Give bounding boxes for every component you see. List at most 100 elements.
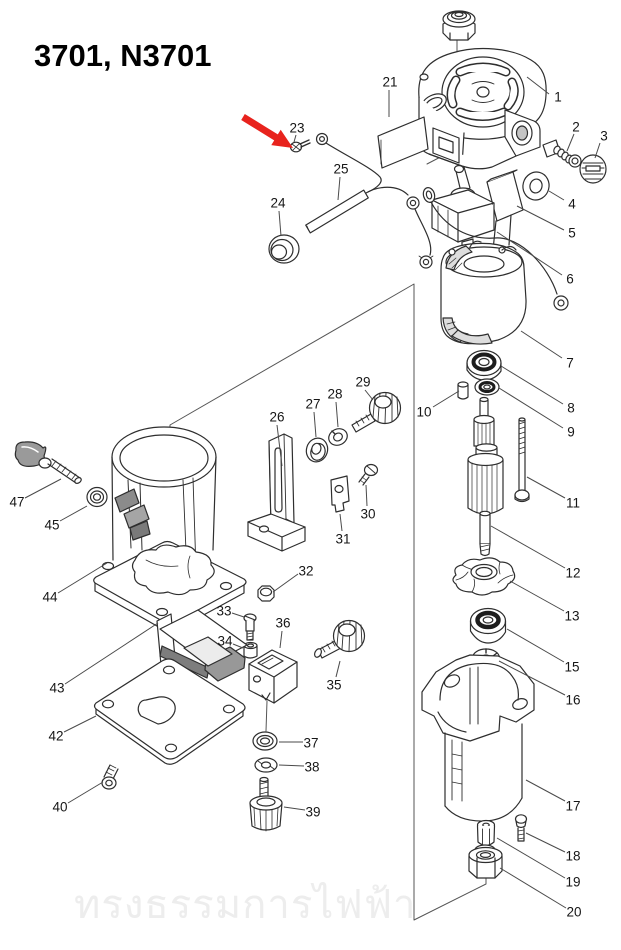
part-label-32: 32 xyxy=(298,563,314,579)
part-label-43: 43 xyxy=(49,680,65,696)
leader-line-27 xyxy=(313,411,317,438)
base-plate-42 xyxy=(93,658,246,765)
part-label-31: 31 xyxy=(335,531,351,547)
leader-lines xyxy=(24,76,601,909)
carbon-brush xyxy=(542,139,582,168)
screw-18 xyxy=(514,814,528,842)
toggle-switch xyxy=(431,164,495,257)
washer-37 xyxy=(252,731,278,751)
part-label-15: 15 xyxy=(564,659,580,675)
thumb-screw-35 xyxy=(314,619,366,659)
screw-40 xyxy=(101,764,119,790)
part-label-13: 13 xyxy=(564,608,580,624)
screw-33 xyxy=(243,613,257,641)
part-label-18: 18 xyxy=(565,848,581,864)
leader-line-25 xyxy=(337,176,341,201)
part-label-44: 44 xyxy=(42,589,58,605)
leader-line-18 xyxy=(525,832,566,853)
field-stator xyxy=(440,240,527,345)
leader-line-34 xyxy=(232,643,244,649)
guide-bracket-26 xyxy=(247,433,306,552)
leader-line-28 xyxy=(335,401,339,428)
cap-nut xyxy=(442,10,476,41)
leader-line-43 xyxy=(64,622,159,685)
part-label-7: 7 xyxy=(566,355,574,371)
leader-line-33 xyxy=(231,612,245,618)
flat-washer-9 xyxy=(474,378,500,396)
leader-line-9 xyxy=(498,387,564,429)
leader-line-13 xyxy=(509,580,565,612)
part-label-5: 5 xyxy=(568,225,576,241)
part-label-2: 2 xyxy=(572,119,580,135)
leader-line-44 xyxy=(57,562,108,594)
part-label-29: 29 xyxy=(355,374,371,390)
part-label-28: 28 xyxy=(327,386,343,402)
leader-line-31 xyxy=(339,513,343,532)
rubber-ring xyxy=(522,171,550,201)
leader-line-3 xyxy=(594,142,601,159)
ball-bearing-15 xyxy=(469,607,507,644)
leader-line-12 xyxy=(490,525,566,569)
leader-line-17 xyxy=(525,779,566,802)
part-label-3: 3 xyxy=(600,128,608,144)
leader-line-19 xyxy=(496,837,566,879)
part-label-17: 17 xyxy=(565,798,581,814)
screw-23 xyxy=(289,139,311,153)
collet-nut-20 xyxy=(468,844,503,879)
part-label-38: 38 xyxy=(304,759,320,775)
watermark-text: ทรงธรรมการไฟฟ้า xyxy=(74,883,417,927)
part-label-24: 24 xyxy=(270,195,286,211)
cap-24 xyxy=(268,234,300,264)
leader-line-42 xyxy=(63,715,97,733)
leader-line-11 xyxy=(526,476,566,499)
part-label-19: 19 xyxy=(565,874,581,890)
leader-line-38 xyxy=(278,764,305,767)
brush-cap xyxy=(579,154,607,184)
base-body-44 xyxy=(93,426,247,633)
clamp-knob-39 xyxy=(249,776,283,832)
part-label-9: 9 xyxy=(567,424,575,440)
part-label-8: 8 xyxy=(567,400,575,416)
leader-line-16 xyxy=(498,660,566,696)
part-label-37: 37 xyxy=(303,735,319,751)
leader-line-10 xyxy=(432,390,460,408)
screw-30 xyxy=(358,463,379,486)
part-label-42: 42 xyxy=(48,728,64,744)
armature xyxy=(467,396,504,557)
leader-line-5 xyxy=(516,205,565,231)
sleeve-34 xyxy=(243,641,258,659)
wave-washer-38 xyxy=(254,757,278,773)
leader-line-35 xyxy=(335,660,341,678)
part-label-6: 6 xyxy=(566,271,574,287)
part-label-11: 11 xyxy=(565,495,581,511)
lead-wire-assembly xyxy=(305,132,569,311)
leader-line-2 xyxy=(566,133,575,152)
page-title: 3701, N3701 xyxy=(34,38,212,73)
part-label-20: 20 xyxy=(566,904,582,920)
leader-line-15 xyxy=(506,628,565,663)
red-pointer-arrow xyxy=(241,114,293,148)
part-label-25: 25 xyxy=(333,161,349,177)
part-label-12: 12 xyxy=(565,565,581,581)
leader-line-39 xyxy=(283,806,306,811)
leader-line-24 xyxy=(278,210,282,237)
ball-bearing-8 xyxy=(466,349,502,381)
part-label-1: 1 xyxy=(554,89,562,105)
clip-plate-31 xyxy=(330,475,350,513)
part-label-33: 33 xyxy=(216,603,232,619)
leader-line-40 xyxy=(67,781,104,804)
leader-line-45 xyxy=(59,505,88,522)
part-label-47: 47 xyxy=(9,494,25,510)
part-label-21: 21 xyxy=(382,74,398,90)
name-plate xyxy=(377,116,429,169)
part-label-16: 16 xyxy=(565,692,581,708)
leader-line-47 xyxy=(24,478,62,499)
leader-line-4 xyxy=(548,190,565,201)
washer-45 xyxy=(86,486,108,508)
motor-housing-top xyxy=(418,47,547,170)
part-label-45: 45 xyxy=(44,517,60,533)
washer-28 xyxy=(328,428,348,446)
leader-line-7 xyxy=(520,330,563,359)
